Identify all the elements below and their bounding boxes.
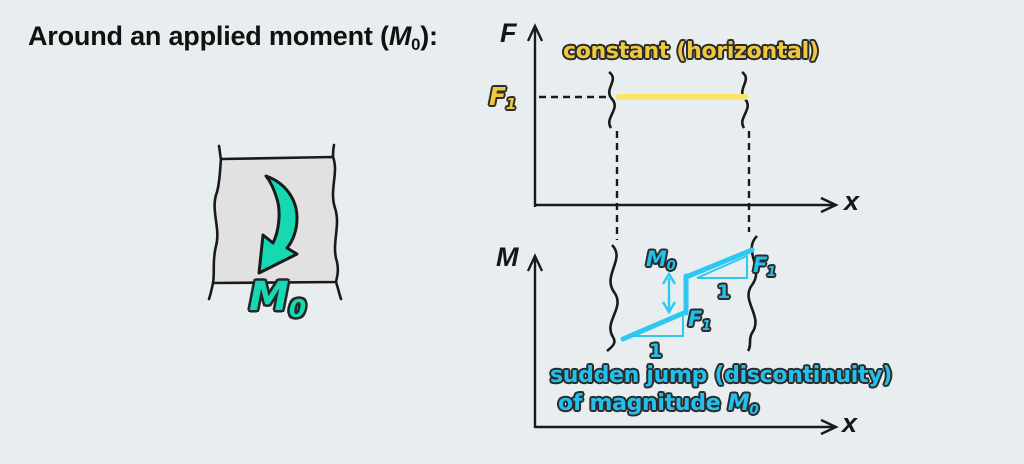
break-squiggle-right-tall <box>746 235 759 352</box>
m-y-axis-arrow-icon <box>526 253 544 272</box>
shear-diagram <box>526 23 839 240</box>
jump-sub: 0 <box>666 258 676 274</box>
shear-level-var: F <box>489 82 506 111</box>
shear-level-label: F1 <box>489 82 517 112</box>
arrow-down-icon <box>661 301 677 315</box>
slope-run-label-lower: 1 <box>649 340 662 362</box>
shear-level-sub: 1 <box>505 95 517 114</box>
rise-var: F <box>688 307 703 331</box>
rise-sub: 1 <box>767 264 776 280</box>
break-squiggle-left <box>607 70 616 129</box>
arrow-up-icon <box>661 271 677 285</box>
beam-moment-var: M <box>249 274 289 320</box>
moment-annotation-line2: of magnitude M0 <box>558 391 759 418</box>
shear-annotation: constant (horizontal) <box>563 39 819 64</box>
break-squiggle-left-tall <box>606 244 619 353</box>
beam-moment-label: M0 <box>249 274 306 321</box>
moment-upper-slope <box>683 247 755 280</box>
title-text-end: ): <box>420 21 438 51</box>
jump-magnitude-label: M0 <box>646 247 676 273</box>
f-x-axis-arrow-icon <box>820 196 839 214</box>
beam-cut-edge-extension <box>331 143 336 159</box>
m-x-axis-arrow-icon <box>820 418 839 436</box>
page-title: Around an applied moment (M0): <box>28 21 438 53</box>
slope-run-label-upper: 1 <box>717 281 730 303</box>
moment-arrow-icon <box>257 174 299 275</box>
moment-y-axis-label: M <box>496 242 519 272</box>
jump-magnitude-arrow <box>661 271 677 315</box>
beam-cut-edge-extension <box>334 280 343 301</box>
annotation-text: of magnitude <box>558 391 728 416</box>
slope-rise-label-lower: F1 <box>688 307 711 333</box>
title-moment-subscript: 0 <box>411 34 421 54</box>
beam-cut-edge-extension <box>217 144 223 161</box>
annotation-moment-var: M <box>727 391 750 416</box>
beam-cut-edge-extension <box>207 281 215 301</box>
beam-segment <box>207 143 343 301</box>
slope-triangle-upper <box>696 254 748 279</box>
jump-var: M <box>646 247 667 271</box>
shear-x-axis-label: x <box>844 186 860 216</box>
rise-sub: 1 <box>702 318 711 334</box>
slope-rise-label-upper: F1 <box>753 253 776 279</box>
f-y-axis-arrow-icon <box>526 23 544 42</box>
moment-annotation-line1: sudden jump (discontinuity) <box>550 363 893 388</box>
title-moment-symbol: M <box>388 21 412 51</box>
moment-x-axis-label: x <box>842 408 858 438</box>
moment-diagram <box>526 235 839 436</box>
shear-y-axis-label: F <box>500 18 517 48</box>
title-text: Around an applied moment ( <box>28 21 389 51</box>
annotation-moment-sub: 0 <box>749 401 759 418</box>
rise-var: F <box>753 253 768 277</box>
beam-moment-sub: 0 <box>288 293 307 323</box>
slope-triangle-lower <box>630 312 684 337</box>
